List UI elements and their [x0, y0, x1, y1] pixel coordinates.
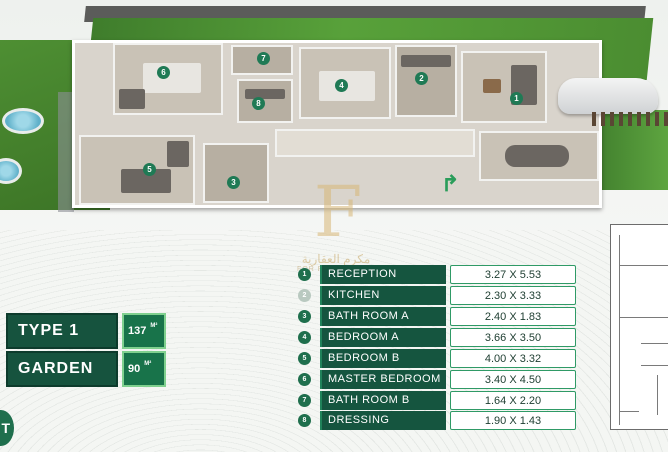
marker-room-5: 5: [143, 163, 156, 176]
plan-wall: [641, 365, 668, 366]
room-dimensions: 3.66 X 3.50: [450, 328, 576, 347]
marker-room-7: 7: [257, 52, 270, 65]
room-dressing: [237, 79, 293, 123]
room-dimensions: 1.90 X 1.43: [450, 411, 576, 430]
marker-room-2: 2: [415, 72, 428, 85]
mini-floor-plan: [610, 224, 668, 430]
room-name: KITCHEN: [320, 286, 446, 305]
room-name: RECEPTION: [320, 265, 446, 284]
pool-icon: [2, 108, 44, 134]
type-area-value: 137: [128, 325, 147, 337]
room-dimensions: 4.00 X 3.32: [450, 349, 576, 368]
corner-badge: T: [0, 410, 14, 446]
table-row: 3 BATH ROOM A 2.40 X 1.83: [296, 307, 580, 326]
garden-label: GARDEN: [6, 351, 118, 387]
entrance-arrow-icon: ↱: [441, 171, 460, 196]
type-label-text: TYPE 1: [18, 322, 80, 339]
company-logo: F مكرم العقارية FOR REAL ESTATE: [286, 174, 386, 274]
dining-table: [505, 145, 569, 167]
room-dimensions: 3.40 X 4.50: [450, 370, 576, 389]
room-reception: [461, 51, 547, 123]
garden-area-unit: M²: [144, 361, 152, 367]
marker-room-6: 6: [157, 66, 170, 79]
hallway: [275, 129, 475, 157]
wardrobe: [167, 141, 189, 167]
logo-arabic-text: مكرم العقارية: [301, 252, 371, 266]
coffee-table: [483, 79, 501, 93]
row-number-badge: 4: [298, 331, 311, 344]
row-number-badge: 7: [298, 394, 311, 407]
table-row: 2 KITCHEN 2.30 X 3.33: [296, 286, 580, 305]
row-number-badge: 8: [298, 414, 311, 427]
cabinet: [119, 89, 145, 109]
counter: [401, 55, 451, 67]
marker-room-3: 3: [227, 176, 240, 189]
type-area-unit: M²: [150, 323, 158, 329]
table-row: 5 BEDROOM B 4.00 X 3.32: [296, 349, 580, 368]
garden-label-text: GARDEN: [18, 360, 94, 377]
floor-plan-render: 1 2 3 4 5 6 7 8 ↱: [0, 0, 668, 240]
marker-room-8: 8: [252, 97, 265, 110]
plan-wall: [619, 317, 668, 318]
room-dimensions: 3.27 X 5.53: [450, 265, 576, 284]
room-name: BEDROOM B: [320, 349, 446, 368]
row-number-badge: 1: [298, 268, 311, 281]
room-name: BATH ROOM A: [320, 307, 446, 326]
table-row: 1 RECEPTION 3.27 X 5.53: [296, 265, 580, 284]
room-bedroom-b: [79, 135, 195, 205]
plan-wall: [619, 265, 668, 266]
house-footprint: [72, 40, 602, 208]
room-dining: [479, 131, 599, 181]
room-name: DRESSING: [320, 411, 446, 430]
plan-wall: [641, 343, 668, 344]
marker-room-1: 1: [510, 92, 523, 105]
room-name: MASTER BEDROOM: [320, 370, 446, 389]
room-schedule-table: 1 RECEPTION 3.27 X 5.53 2 KITCHEN 2.30 X…: [296, 265, 580, 430]
row-number-badge: 3: [298, 310, 311, 323]
table-row: 6 MASTER BEDROOM 3.40 X 4.50: [296, 370, 580, 389]
table-row: 4 BEDROOM A 3.66 X 3.50: [296, 328, 580, 347]
logo-letter: F: [313, 171, 363, 253]
table-row: 8 DRESSING 1.90 X 1.43: [296, 411, 580, 430]
garden-area-value: 90: [128, 363, 141, 375]
room-bath-a: [203, 143, 269, 203]
type-label: TYPE 1: [6, 313, 118, 349]
side-path: [58, 92, 74, 212]
pergola: [592, 112, 668, 126]
row-number-badge: 2: [298, 289, 311, 302]
room-kitchen: [395, 45, 457, 117]
plan-wall: [657, 375, 658, 415]
row-number-badge: 6: [298, 373, 311, 386]
car: [558, 78, 658, 114]
room-name: BEDROOM A: [320, 328, 446, 347]
table-row: 7 BATH ROOM B 1.64 X 2.20: [296, 391, 580, 410]
room-dimensions: 1.64 X 2.20: [450, 391, 576, 410]
row-number-badge: 5: [298, 352, 311, 365]
wardrobe: [245, 89, 285, 99]
plan-wall: [619, 235, 620, 425]
plan-wall: [619, 411, 639, 412]
marker-room-4: 4: [335, 79, 348, 92]
room-dimensions: 2.30 X 3.33: [450, 286, 576, 305]
room-dimensions: 2.40 X 1.83: [450, 307, 576, 326]
bed: [143, 63, 201, 93]
room-master-bedroom: [113, 43, 223, 115]
pool-icon: [0, 158, 22, 184]
room-name: BATH ROOM B: [320, 391, 446, 410]
